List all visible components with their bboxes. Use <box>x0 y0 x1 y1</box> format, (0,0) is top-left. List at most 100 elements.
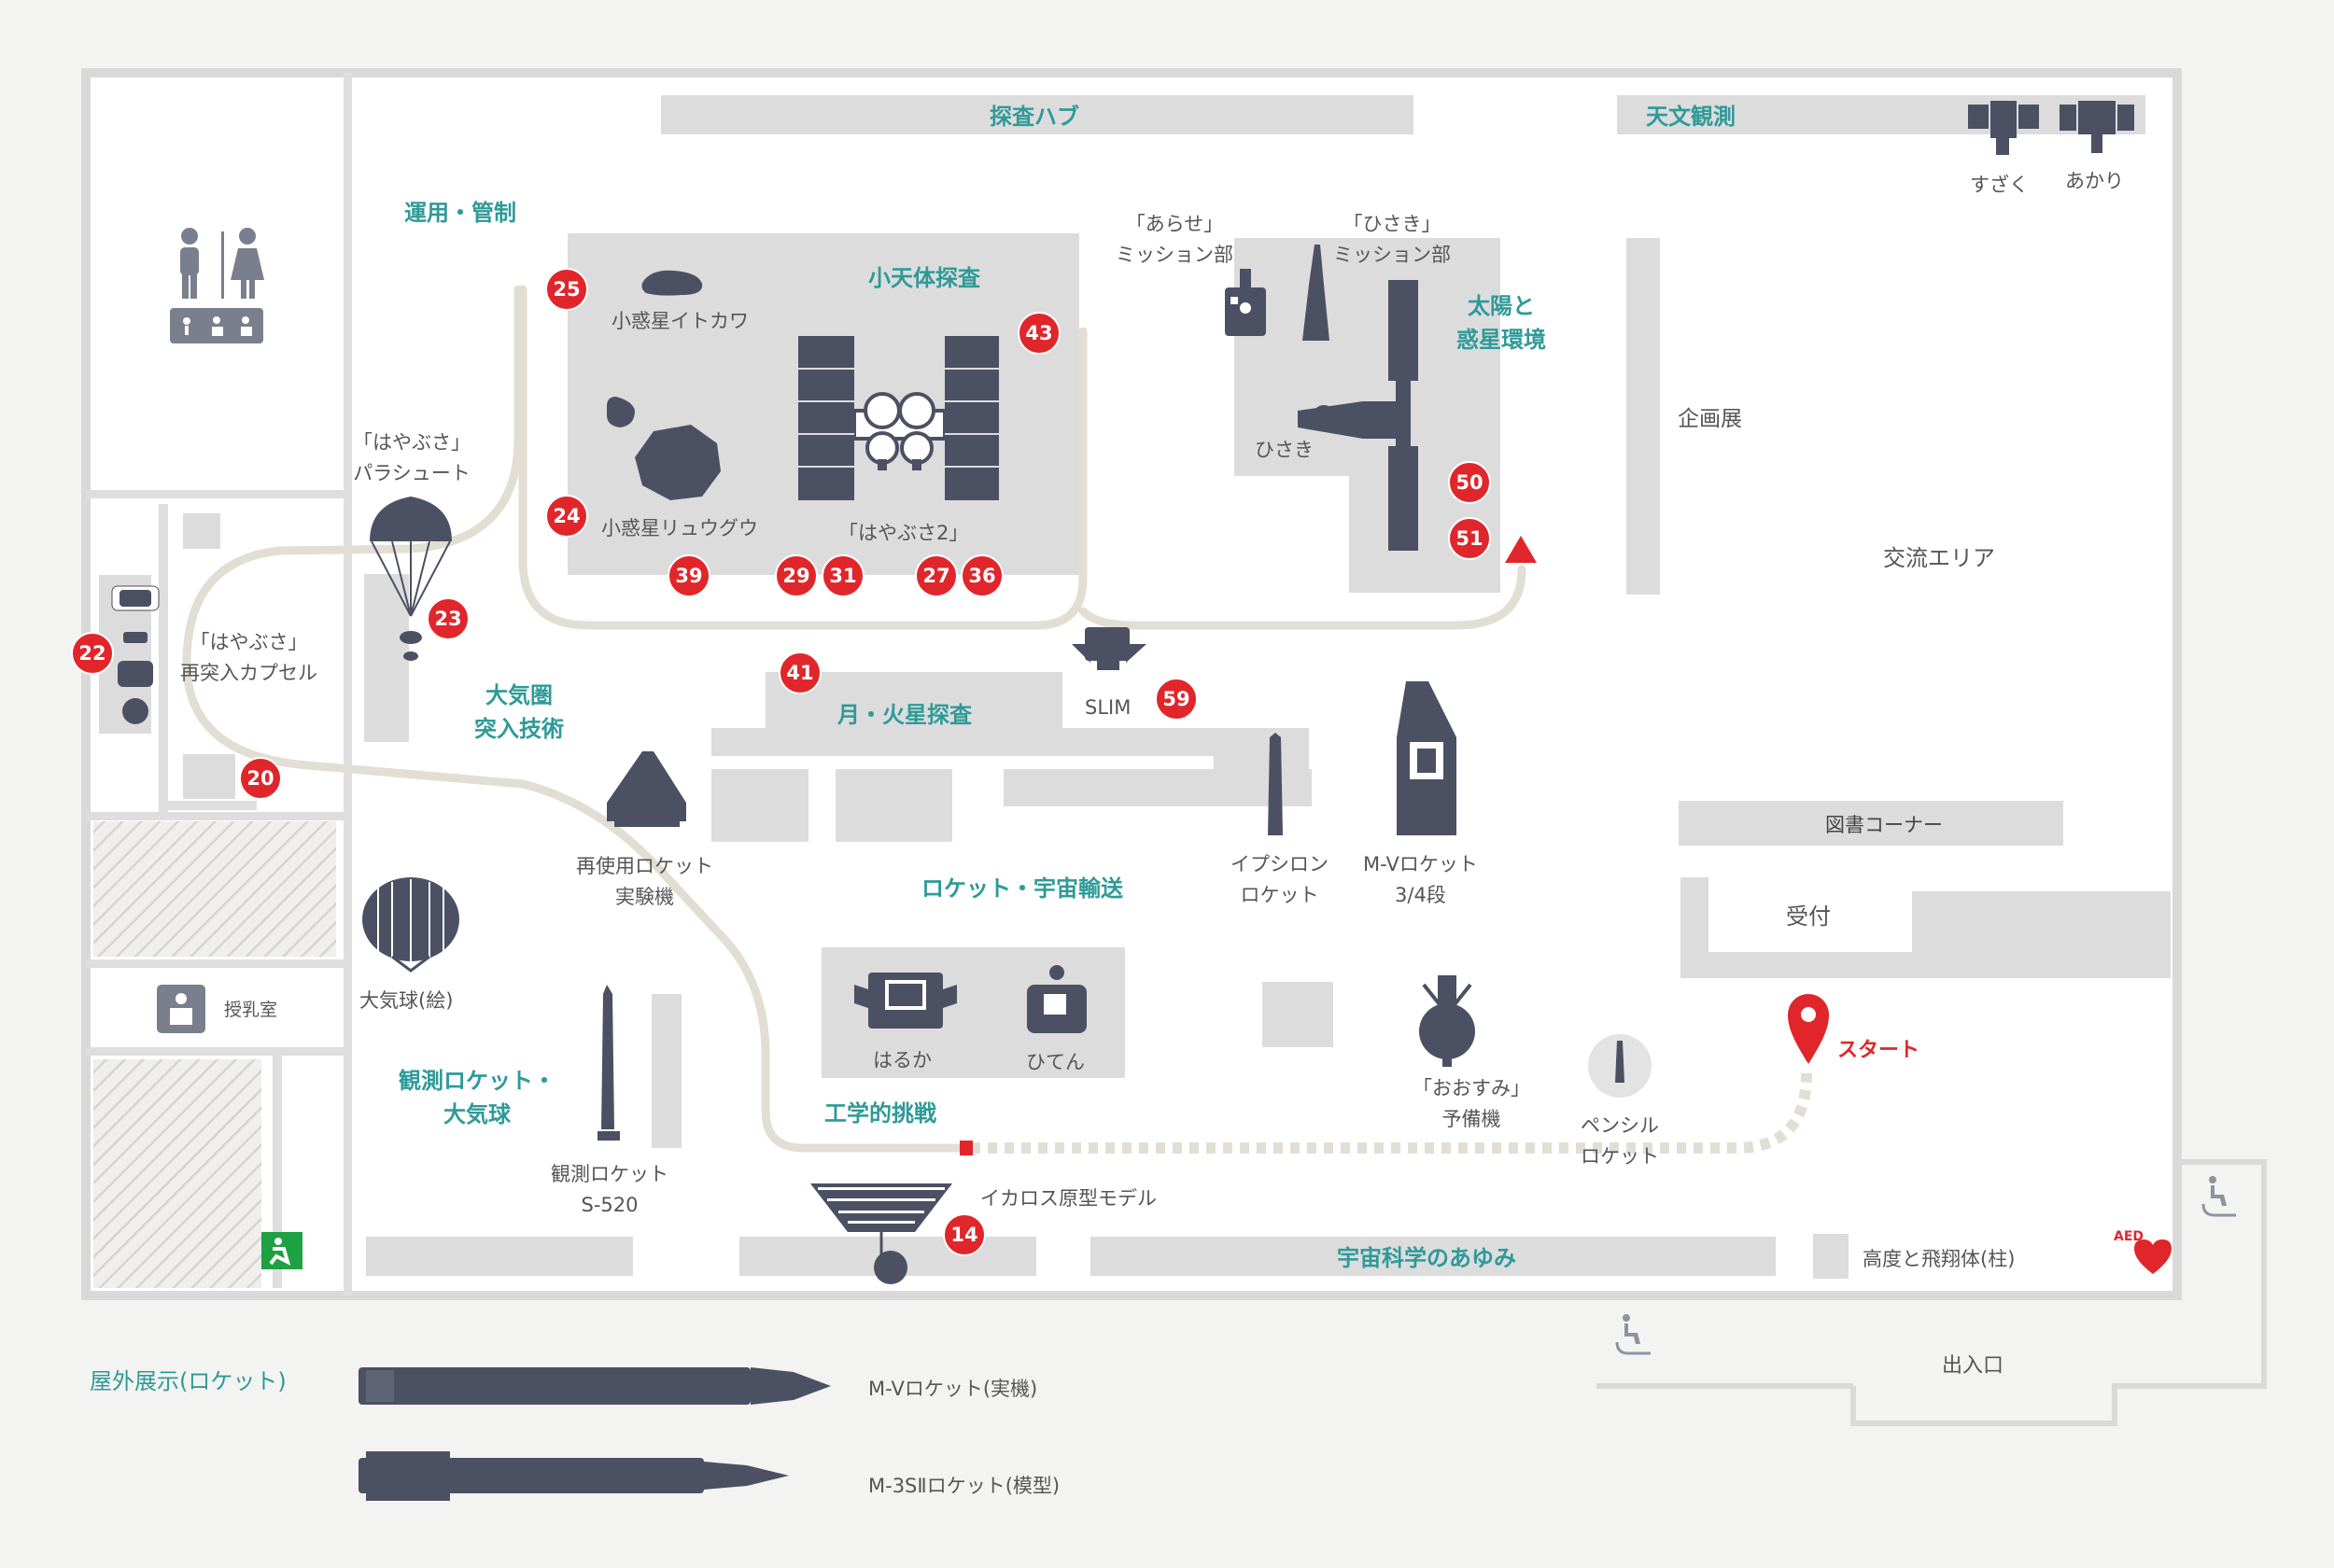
restricted-area <box>93 821 336 957</box>
visitor-route <box>182 285 969 1153</box>
zone-astro: 天文観測 <box>1646 104 1736 130</box>
arase-icon <box>1225 269 1266 336</box>
label-start: スタート <box>1837 1039 1920 1062</box>
label-hisaki-mission: 「ひさき」 ミッション部 <box>1333 213 1451 266</box>
visitor-route <box>1078 565 1526 630</box>
emergency-exit-icon <box>261 1232 302 1269</box>
marker-43[interactable]: 43 <box>1018 312 1061 355</box>
label-slim: SLIM <box>1085 696 1132 719</box>
ryugu-icon <box>635 425 721 500</box>
label-pencil: ペンシル ロケット <box>1581 1114 1659 1168</box>
zone-eng: 工学的挑戦 <box>824 1100 936 1127</box>
marker-59[interactable]: 59 <box>1155 678 1198 721</box>
label-haruka: はるか <box>873 1049 932 1071</box>
label-parachute: 「はやぶさ」 パラシュート <box>353 431 471 484</box>
reusable-rocket-icon <box>614 821 680 827</box>
label-itokawa: 小惑星イトカワ <box>612 310 749 332</box>
marker-20[interactable]: 20 <box>239 757 282 800</box>
hiten-icon <box>1027 965 1087 1033</box>
marker-27[interactable]: 27 <box>915 554 958 597</box>
visitor-route <box>518 285 1088 630</box>
reusable-rocket-icon <box>607 751 686 821</box>
mv-rocket-icon <box>359 1367 831 1405</box>
accessible-toilet-icon <box>183 316 252 336</box>
wheelchair-icon <box>2201 1176 2236 1217</box>
label-exchange: 交流エリア <box>1883 545 1995 571</box>
wheelchair-icon <box>1615 1314 1651 1355</box>
label-hisaki: ひさき <box>1255 439 1314 461</box>
label-capsule: 「はやぶさ」 再突入カプセル <box>180 631 317 684</box>
visitor-route-dotted <box>971 1072 1812 1154</box>
label-planning: 企画展 <box>1678 407 1742 431</box>
label-altitude: 高度と飛翔体(柱) <box>1863 1248 2016 1270</box>
label-ohsumi: 「おおすみ」 予備機 <box>1413 1077 1530 1130</box>
label-nursing: 授乳室 <box>224 1000 278 1020</box>
label-reusable: 再使用ロケット 実験機 <box>576 855 713 908</box>
parachute-icon <box>370 497 452 661</box>
marker-50[interactable]: 50 <box>1448 461 1491 504</box>
pencil-rocket-icon <box>1615 1041 1624 1083</box>
aed-icon <box>2134 1239 2172 1274</box>
hisaki-satellite-icon <box>1298 280 1418 551</box>
label-mv-real: M-Vロケット(実機) <box>868 1378 1038 1400</box>
panel-grid <box>798 368 999 468</box>
wall-display <box>111 585 160 724</box>
label-suzaku: すざく <box>1970 174 2029 196</box>
akari-icon <box>2060 101 2134 153</box>
hayabusa2-icon <box>798 336 999 500</box>
haruka-icon <box>854 973 957 1029</box>
reception-wall <box>1680 877 2171 978</box>
zone-rocket: ロケット・宇宙輸送 <box>921 875 1123 902</box>
zone-history: 宇宙科学のあゆみ <box>1337 1245 1516 1271</box>
zone-small-body: 小天体探査 <box>868 265 980 291</box>
marker-39[interactable]: 39 <box>668 554 710 597</box>
ohsumi-icon <box>1419 975 1475 1067</box>
label-aed: AED <box>2114 1229 2144 1244</box>
moon-mars-block <box>711 728 1309 756</box>
label-library: 図書コーナー <box>1825 814 1943 836</box>
marker-25[interactable]: 25 <box>545 268 588 311</box>
exterior-walls <box>1596 1159 2267 1426</box>
marker-24[interactable]: 24 <box>545 495 588 538</box>
label-mv34: M-Vロケット 3/4段 <box>1363 853 1478 906</box>
marker-36[interactable]: 36 <box>961 554 1004 597</box>
label-m3s2: M-3SⅡロケット(模型) <box>868 1475 1061 1497</box>
label-s520: 観測ロケット S-520 <box>551 1163 668 1216</box>
epsilon-icon <box>1268 733 1283 835</box>
label-akari: あかり <box>2065 170 2124 192</box>
end-triangle <box>1505 536 1537 563</box>
label-entrance: 出入口 <box>1942 1354 2004 1378</box>
marker-14[interactable]: 14 <box>943 1213 986 1256</box>
nursing-room-icon <box>157 985 205 1033</box>
label-hiten: ひてん <box>1026 1051 1085 1073</box>
zone-sun: 太陽と 惑星環境 <box>1456 293 1546 353</box>
reception-desk <box>1708 877 1912 952</box>
label-ikaros: イカロス原型モデル <box>980 1187 1157 1210</box>
zone-obs: 観測ロケット・ 大気球 <box>399 1068 555 1127</box>
marker-23[interactable]: 23 <box>427 597 470 640</box>
building-floor <box>81 68 2182 1300</box>
balloon-icon <box>362 877 459 973</box>
itokawa-icon <box>641 270 703 296</box>
label-epsilon: イプシロン ロケット <box>1230 853 1329 906</box>
zone-atmo: 大気圏 突入技術 <box>474 682 564 742</box>
marker-51[interactable]: 51 <box>1448 517 1491 560</box>
label-reception: 受付 <box>1786 903 1831 930</box>
marker-22[interactable]: 22 <box>71 632 114 675</box>
toilet-icon <box>170 228 264 343</box>
zone-ops: 運用・管制 <box>404 200 516 226</box>
zone-moon-mars: 月・火星探査 <box>837 702 972 728</box>
marker-31[interactable]: 31 <box>822 554 865 597</box>
start-pin-icon <box>1788 994 1829 1064</box>
marker-29[interactable]: 29 <box>775 554 818 597</box>
m3s2-rocket-icon <box>359 1451 789 1501</box>
left-walls <box>86 73 352 1295</box>
s520-icon <box>601 985 614 1129</box>
restricted-area <box>93 1059 261 1288</box>
ryugu-icon <box>607 397 635 427</box>
marker-41[interactable]: 41 <box>779 651 822 694</box>
ikaros-icon <box>810 1183 952 1284</box>
label-arase: 「あらせ」 ミッション部 <box>1116 213 1233 266</box>
hisaki-mission-icon <box>1302 245 1329 341</box>
